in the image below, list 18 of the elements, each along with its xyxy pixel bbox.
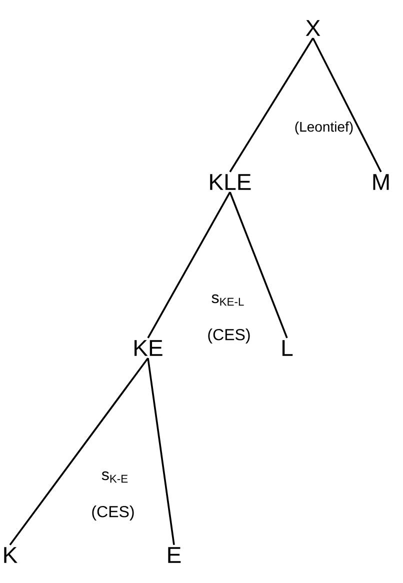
branch-line (9, 358, 149, 546)
node-label: KLE (210, 174, 251, 190)
branch-line (147, 358, 175, 546)
node-label: X (306, 20, 320, 36)
node-label: L (282, 340, 293, 356)
node-label: K (4, 547, 18, 563)
annotation: s$_{K-E}$ (102, 471, 128, 483)
branch-line (147, 192, 231, 338)
branch-line (229, 192, 288, 338)
node-label: M (373, 174, 389, 190)
annotation: (Leontief) (295, 121, 353, 135)
annotation: s$_{KE-L}$ (212, 294, 244, 306)
branch-line (229, 38, 314, 172)
branch-line (312, 38, 382, 172)
node-label: E (168, 547, 181, 563)
annotation: (CES) (92, 506, 134, 520)
annotation: (CES) (208, 328, 250, 344)
node-label: KE (134, 340, 162, 356)
